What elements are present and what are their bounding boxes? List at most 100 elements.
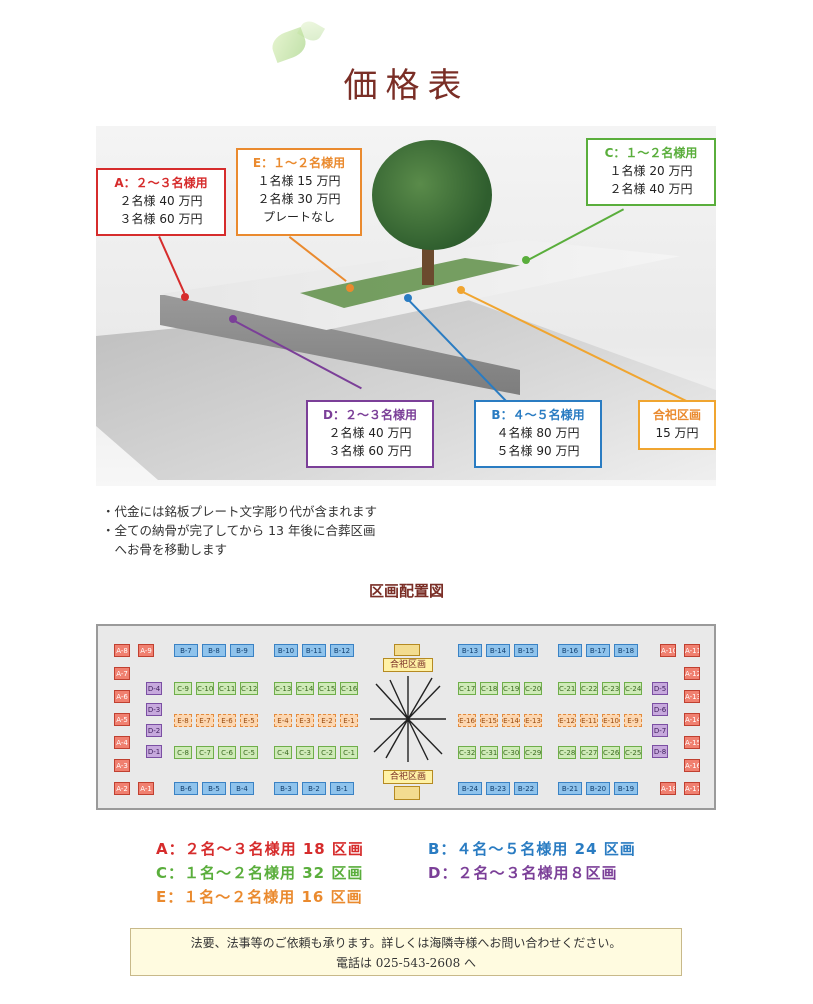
plot-c-lot[interactable]: C-22 — [580, 682, 598, 695]
plot-c-lot[interactable]: C-5 — [240, 746, 258, 759]
plot-b-lot[interactable]: B-13 — [458, 644, 482, 657]
plot-b-lot[interactable]: B-12 — [330, 644, 354, 657]
plot-c-lot[interactable]: C-4 — [274, 746, 292, 759]
plot-c-lot[interactable]: C-23 — [602, 682, 620, 695]
plot-e-lot[interactable]: E-6 — [218, 714, 236, 727]
plot-a-lot[interactable]: A-11 — [684, 644, 700, 657]
plot-b-lot[interactable]: B-19 — [614, 782, 638, 795]
plot-c-lot[interactable]: C-6 — [218, 746, 236, 759]
plot-a-lot[interactable]: A-12 — [684, 667, 700, 680]
plot-a-lot[interactable]: A-1 — [138, 782, 154, 795]
plot-c-lot[interactable]: C-13 — [274, 682, 292, 695]
plot-a-lot[interactable]: A-7 — [114, 667, 130, 680]
plot-a-lot[interactable]: A-5 — [114, 713, 130, 726]
plot-c-lot[interactable]: C-9 — [174, 682, 192, 695]
plot-b-lot[interactable]: B-17 — [586, 644, 610, 657]
plot-b-lot[interactable]: B-3 — [274, 782, 298, 795]
plot-d-lot[interactable]: D-7 — [652, 724, 668, 737]
plot-c-lot[interactable]: C-17 — [458, 682, 476, 695]
plot-c-lot[interactable]: C-11 — [218, 682, 236, 695]
plot-d-lot[interactable]: D-4 — [146, 682, 162, 695]
plot-c-lot[interactable]: C-21 — [558, 682, 576, 695]
plot-b-lot[interactable]: B-7 — [174, 644, 198, 657]
plot-a-lot[interactable]: A-2 — [114, 782, 130, 795]
plot-c-lot[interactable]: C-30 — [502, 746, 520, 759]
plot-a-lot[interactable]: A-6 — [114, 690, 130, 703]
plot-e-lot[interactable]: E-14 — [502, 714, 520, 727]
plot-a-lot[interactable]: A-15 — [684, 736, 700, 749]
plot-b-lot[interactable]: B-1 — [330, 782, 354, 795]
plot-c-lot[interactable]: C-3 — [296, 746, 314, 759]
plot-a-lot[interactable]: A-10 — [660, 644, 676, 657]
plot-c-lot[interactable]: C-15 — [318, 682, 336, 695]
plot-b-lot[interactable]: B-2 — [302, 782, 326, 795]
plot-e-lot[interactable]: E-11 — [580, 714, 598, 727]
plot-e-lot[interactable]: E-8 — [174, 714, 192, 727]
plot-e-lot[interactable]: E-15 — [480, 714, 498, 727]
plot-c-lot[interactable]: C-27 — [580, 746, 598, 759]
plot-c-lot[interactable]: C-8 — [174, 746, 192, 759]
plot-c-lot[interactable]: C-18 — [480, 682, 498, 695]
plot-b-lot[interactable]: B-15 — [514, 644, 538, 657]
price-box-d: D：２～３名様用 ２名様 40 万円 ３名様 60 万円 — [306, 400, 434, 468]
plot-d-lot[interactable]: D-3 — [146, 703, 162, 716]
plot-a-lot[interactable]: A-14 — [684, 713, 700, 726]
plot-e-lot[interactable]: E-1 — [340, 714, 358, 727]
plot-d-lot[interactable]: D-2 — [146, 724, 162, 737]
plot-c-lot[interactable]: C-25 — [624, 746, 642, 759]
note-line: へお骨を移動します — [102, 542, 228, 557]
plot-a-lot[interactable]: A-8 — [114, 644, 130, 657]
plot-e-lot[interactable]: E-13 — [524, 714, 542, 727]
plot-c-lot[interactable]: C-1 — [340, 746, 358, 759]
plot-c-lot[interactable]: C-29 — [524, 746, 542, 759]
plot-c-lot[interactable]: C-32 — [458, 746, 476, 759]
plot-e-lot[interactable]: E-3 — [296, 714, 314, 727]
plot-a-lot[interactable]: A-9 — [138, 644, 154, 657]
plot-c-lot[interactable]: C-12 — [240, 682, 258, 695]
plot-e-lot[interactable]: E-7 — [196, 714, 214, 727]
plot-b-lot[interactable]: B-6 — [174, 782, 198, 795]
plot-c-lot[interactable]: C-16 — [340, 682, 358, 695]
plot-b-lot[interactable]: B-14 — [486, 644, 510, 657]
plot-c-lot[interactable]: C-14 — [296, 682, 314, 695]
plot-b-lot[interactable]: B-5 — [202, 782, 226, 795]
plot-b-lot[interactable]: B-11 — [302, 644, 326, 657]
plot-b-lot[interactable]: B-18 — [614, 644, 638, 657]
plot-b-lot[interactable]: B-16 — [558, 644, 582, 657]
plot-b-lot[interactable]: B-9 — [230, 644, 254, 657]
plot-d-lot[interactable]: D-1 — [146, 745, 162, 758]
plot-c-lot[interactable]: C-31 — [480, 746, 498, 759]
plot-c-lot[interactable]: C-7 — [196, 746, 214, 759]
plot-b-lot[interactable]: B-21 — [558, 782, 582, 795]
plot-d-lot[interactable]: D-5 — [652, 682, 668, 695]
plot-b-lot[interactable]: B-24 — [458, 782, 482, 795]
plot-c-lot[interactable]: C-28 — [558, 746, 576, 759]
plot-b-lot[interactable]: B-8 — [202, 644, 226, 657]
plot-b-lot[interactable]: B-23 — [486, 782, 510, 795]
plot-e-lot[interactable]: E-16 — [458, 714, 476, 727]
plot-c-lot[interactable]: C-26 — [602, 746, 620, 759]
plot-e-lot[interactable]: E-9 — [624, 714, 642, 727]
plot-d-lot[interactable]: D-6 — [652, 703, 668, 716]
plot-e-lot[interactable]: E-4 — [274, 714, 292, 727]
plot-a-lot[interactable]: A-4 — [114, 736, 130, 749]
plot-a-lot[interactable]: A-18 — [660, 782, 676, 795]
plot-a-lot[interactable]: A-17 — [684, 782, 700, 795]
plot-c-lot[interactable]: C-24 — [624, 682, 642, 695]
plot-e-lot[interactable]: E-10 — [602, 714, 620, 727]
plot-c-lot[interactable]: C-20 — [524, 682, 542, 695]
plot-b-lot[interactable]: B-22 — [514, 782, 538, 795]
plot-a-lot[interactable]: A-3 — [114, 759, 130, 772]
plot-b-lot[interactable]: B-4 — [230, 782, 254, 795]
plot-b-lot[interactable]: B-20 — [586, 782, 610, 795]
plot-e-lot[interactable]: E-12 — [558, 714, 576, 727]
plot-e-lot[interactable]: E-5 — [240, 714, 258, 727]
plot-b-lot[interactable]: B-10 — [274, 644, 298, 657]
plot-d-lot[interactable]: D-8 — [652, 745, 668, 758]
plot-c-lot[interactable]: C-10 — [196, 682, 214, 695]
plot-a-lot[interactable]: A-16 — [684, 759, 700, 772]
plot-a-lot[interactable]: A-13 — [684, 690, 700, 703]
plot-c-lot[interactable]: C-2 — [318, 746, 336, 759]
plot-e-lot[interactable]: E-2 — [318, 714, 336, 727]
plot-c-lot[interactable]: C-19 — [502, 682, 520, 695]
